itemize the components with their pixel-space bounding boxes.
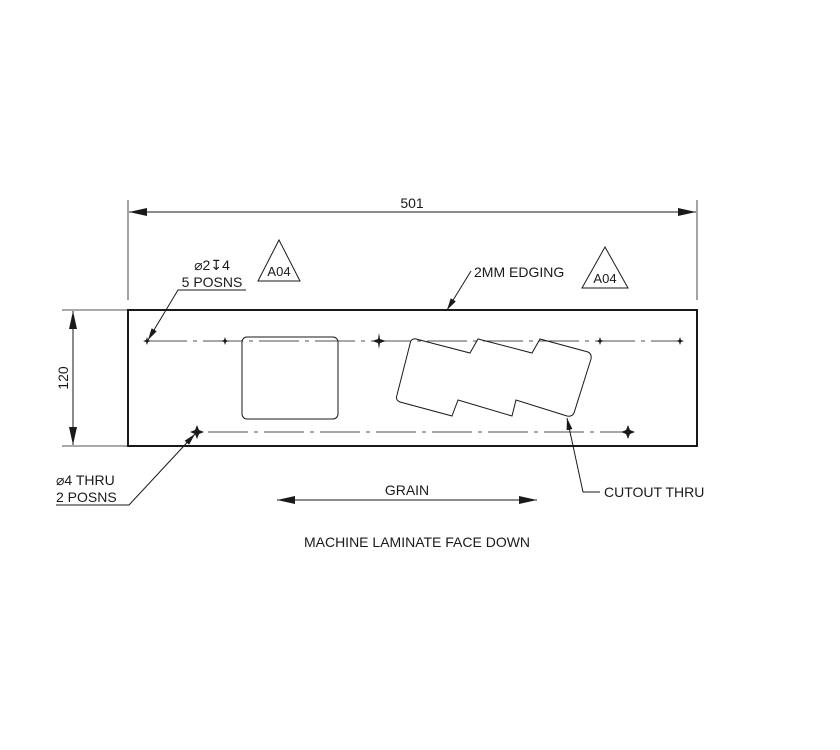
rectangular-cutout: [241, 336, 339, 420]
stepped-cutout: [395, 338, 592, 417]
small-hole-marker: [372, 333, 386, 349]
thru-holes: [190, 425, 635, 439]
small-hole-count: 5 POSNS: [182, 274, 243, 290]
revision-tag-label: A04: [267, 264, 290, 279]
revision-triangle: [581, 245, 629, 289]
width-dimension: 501: [127, 195, 698, 300]
small-hole-marker: [221, 337, 229, 345]
small-hole-marker: [596, 337, 604, 345]
edging-callout: 2MM EDGING: [446, 264, 564, 311]
grain-indicator: GRAIN: [277, 482, 537, 504]
cutout-leader: [566, 417, 600, 493]
revision-tag-2: A04: [581, 245, 629, 289]
machining-note: MACHINE LAMINATE FACE DOWN: [304, 534, 530, 550]
revision-tag-1: A04: [257, 238, 301, 282]
cutout-callout: CUTOUT THRU: [566, 417, 704, 500]
small-hole-leader: [147, 289, 246, 341]
height-dimension: 120: [55, 309, 128, 447]
thru-hole-count: 2 POSNS: [56, 489, 117, 505]
edging-label: 2MM EDGING: [474, 264, 564, 280]
thru-hole-callout: ⌀4 THRU 2 POSNS: [56, 433, 196, 506]
cutout-label: CUTOUT THRU: [604, 484, 704, 500]
revision-triangle: [257, 238, 301, 282]
small-hole-marker: [143, 337, 151, 345]
grain-label: GRAIN: [385, 482, 429, 498]
small-hole-spec: ⌀2↧4: [194, 257, 230, 273]
thru-hole-marker: [621, 425, 635, 439]
thru-hole-spec: ⌀4 THRU: [56, 472, 115, 488]
height-dimension-value: 120: [55, 366, 71, 390]
thru-hole-leader: [56, 433, 196, 506]
small-holes: [143, 333, 684, 349]
thru-hole-marker: [190, 425, 204, 439]
small-hole-marker: [676, 337, 684, 345]
width-dimension-value: 501: [400, 195, 424, 211]
panel-outline: [127, 309, 698, 447]
edging-leader: [446, 270, 472, 311]
small-hole-callout: ⌀2↧4 5 POSNS: [147, 257, 246, 341]
revision-tag-label: A04: [593, 271, 616, 286]
